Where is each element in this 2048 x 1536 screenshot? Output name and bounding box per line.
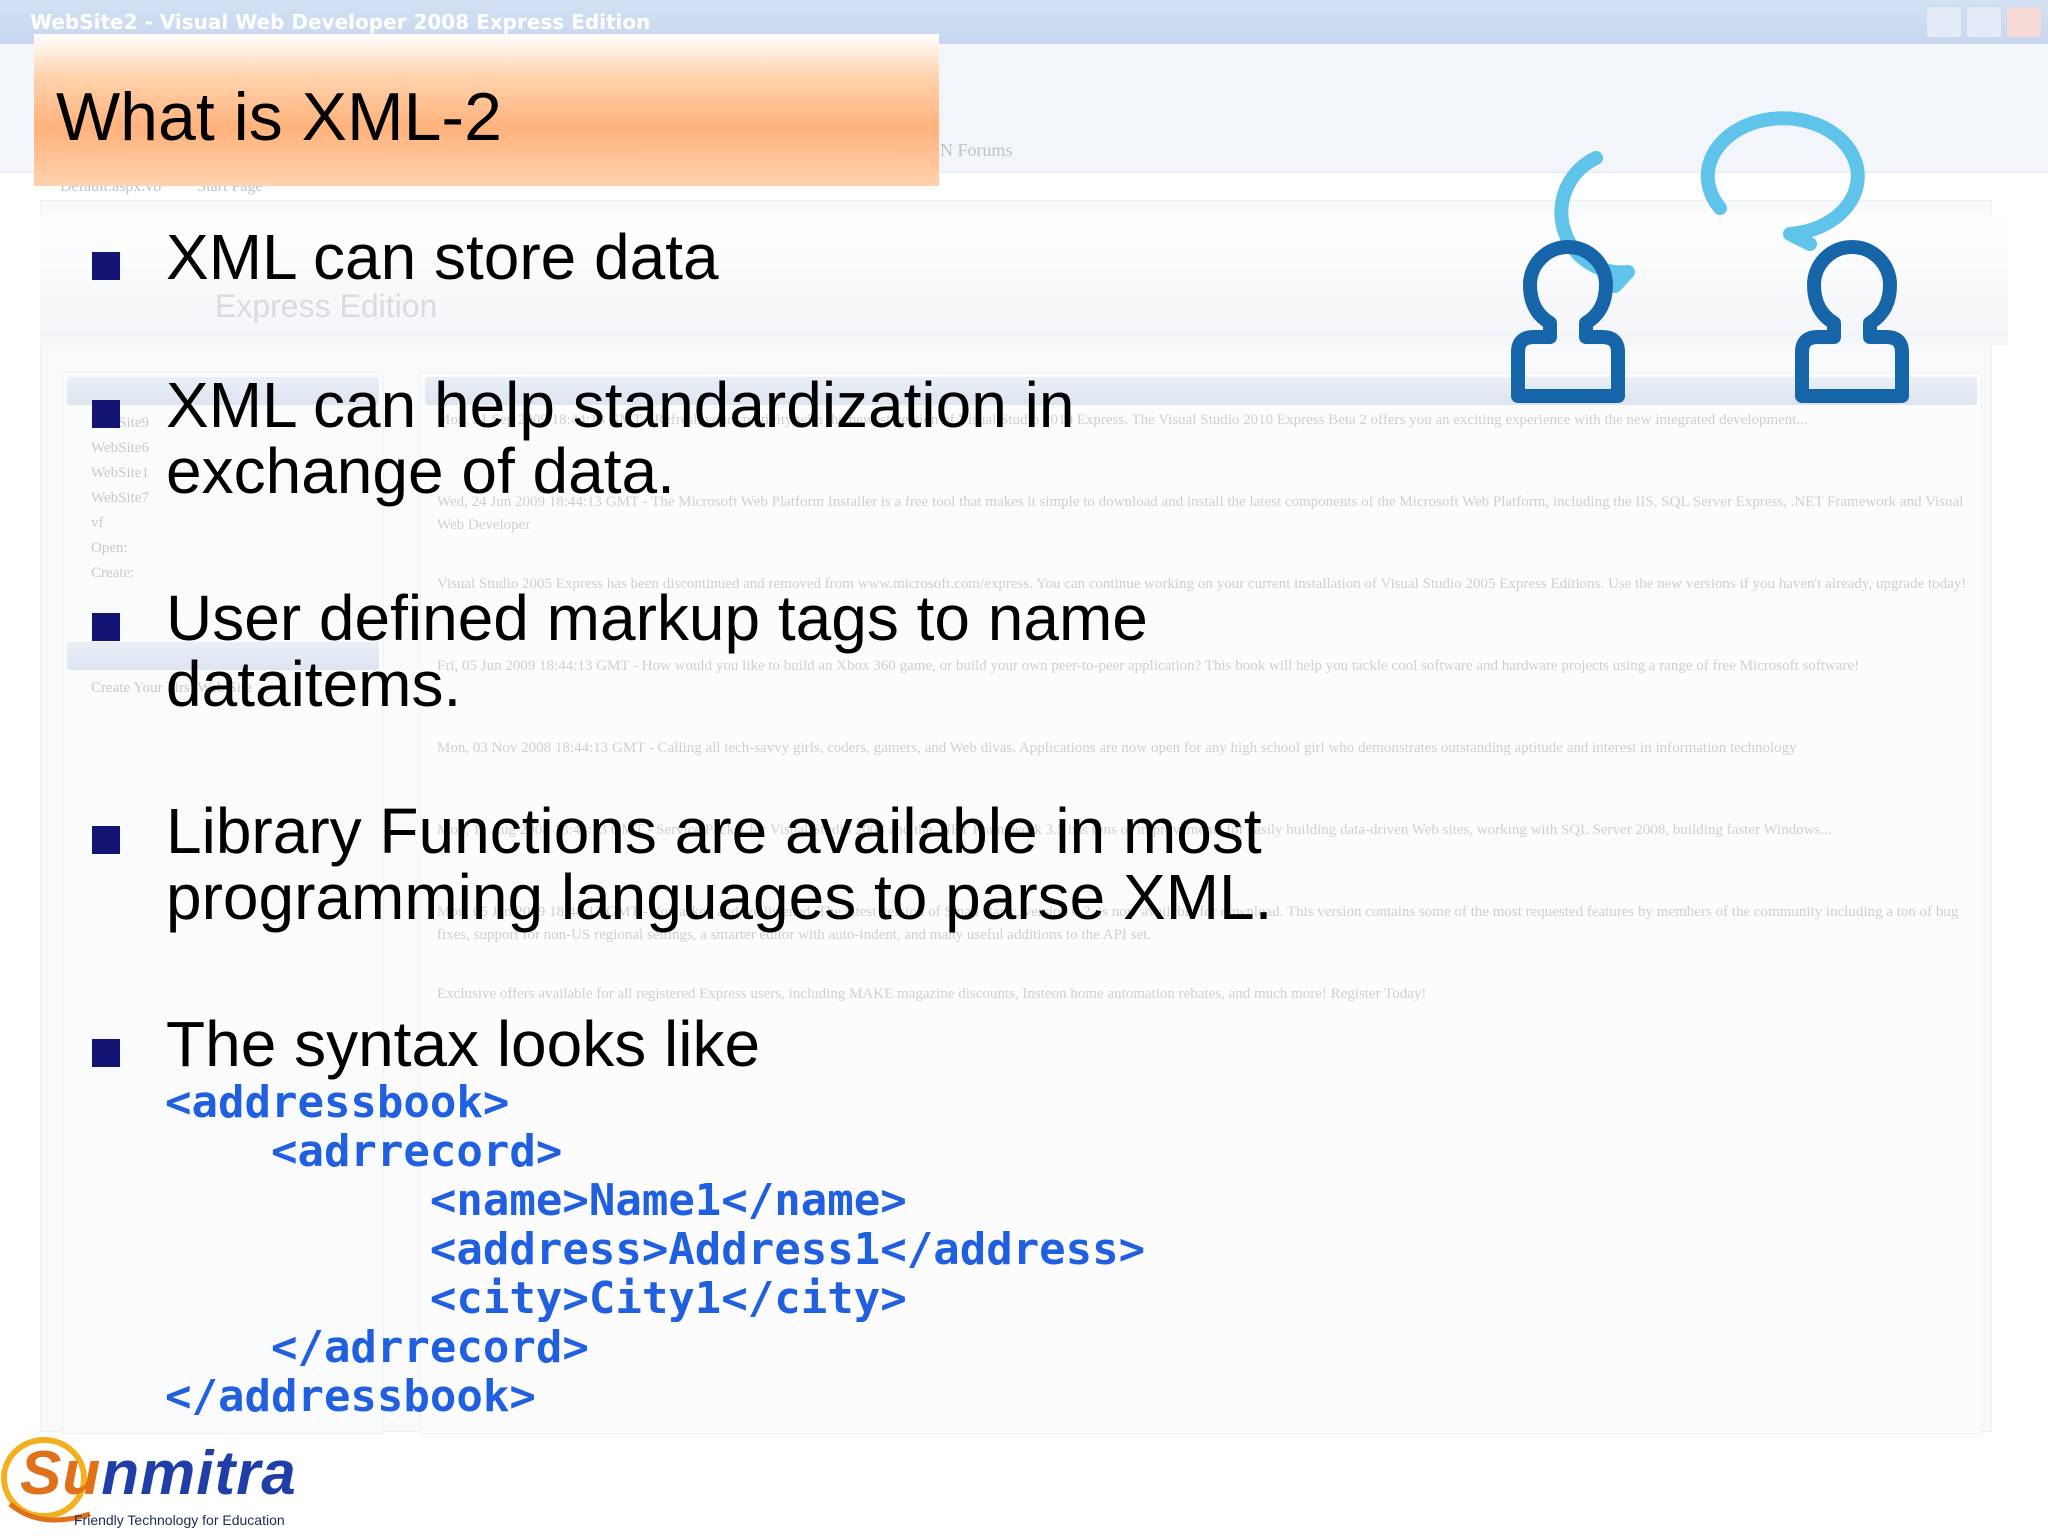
create-label[interactable]: Create: bbox=[91, 565, 135, 581]
slide-title: What is XML-2 bbox=[56, 79, 502, 155]
xml-code-sample: <addressbook> <adrrecord> <name>Name1</n… bbox=[165, 1078, 1145, 1421]
bullet-line: User defined markup tags to name bbox=[166, 582, 1148, 654]
bullet-item: XML can store data bbox=[92, 224, 719, 290]
code-line: <addressbook> bbox=[165, 1077, 510, 1128]
start-page-panel bbox=[40, 200, 1992, 1432]
recent-project-item[interactable]: vf bbox=[91, 515, 104, 531]
code-line: </addressbook> bbox=[165, 1371, 536, 1422]
minimize-button[interactable] bbox=[1926, 6, 1962, 38]
window-controls bbox=[1926, 6, 2042, 38]
bullet-item: XML can help standardization in exchange… bbox=[92, 372, 1074, 504]
news-item[interactable]: Mon, 03 Nov 2008 18:44:13 GMT - Calling … bbox=[437, 740, 1797, 756]
slide-title-bar: What is XML-2 bbox=[34, 34, 939, 186]
getting-started-header bbox=[67, 642, 379, 670]
start-page-header bbox=[40, 215, 2008, 345]
recent-project-item[interactable]: WebSite6 bbox=[91, 440, 149, 456]
forums-toolbar-item[interactable]: N Forums bbox=[940, 140, 1013, 160]
code-line: <address>Address1</address> bbox=[165, 1224, 1146, 1275]
bullet-line: dataitems. bbox=[166, 648, 462, 720]
bullet-square-icon bbox=[92, 826, 120, 854]
recent-projects-panel: WebSite9 WebSite6 WebSite1 WebSite7 vf O… bbox=[62, 372, 384, 1434]
bullet-item: Library Functions are available in most … bbox=[92, 798, 1272, 930]
bullet-square-icon bbox=[92, 613, 120, 641]
news-item[interactable]: Mon, 05 Jan 2009 18:44:13 GMT - You aske… bbox=[437, 904, 1959, 943]
two-people-chat-icon bbox=[1511, 111, 1909, 403]
bullet-line: Library Functions are available in most bbox=[166, 795, 1262, 867]
news-item[interactable]: Exclusive offers available for all regis… bbox=[437, 986, 1427, 1002]
code-line: <city>City1</city> bbox=[165, 1273, 907, 1324]
open-label[interactable]: Open: bbox=[91, 540, 128, 556]
sunmitra-logo: Sunmitra Friendly Technology for Educati… bbox=[0, 1434, 320, 1536]
person-right-icon bbox=[1795, 240, 1909, 403]
news-item[interactable]: Visual Studio 2005 Express has been disc… bbox=[437, 576, 1967, 592]
bullet-square-icon bbox=[92, 400, 120, 428]
code-line: <adrrecord> bbox=[165, 1126, 563, 1177]
brand-tagline: Friendly Technology for Education bbox=[74, 1512, 285, 1528]
maximize-button[interactable] bbox=[1966, 6, 2002, 38]
person-left-icon bbox=[1511, 240, 1625, 403]
bullet-line: XML can store data bbox=[166, 221, 719, 293]
bullet-text: XML can help standardization in exchange… bbox=[166, 372, 1074, 504]
bullet-text: XML can store data bbox=[166, 224, 719, 290]
brand-name-prefix: Su bbox=[20, 1439, 102, 1508]
brand-name-rest: nmitra bbox=[101, 1439, 297, 1508]
recent-project-item[interactable]: WebSite1 bbox=[91, 465, 149, 481]
brand-name: Sunmitra bbox=[20, 1438, 297, 1509]
bullet-item: User defined markup tags to name dataite… bbox=[92, 585, 1148, 717]
news-item[interactable]: Wed, 24 Jun 2009 18:44:13 GMT - The Micr… bbox=[437, 494, 1964, 533]
news-panel: Mon, 21 Sep 2009 18:44:13 GMT - Refresh … bbox=[420, 372, 1982, 1434]
bullet-line: XML can help standardization in bbox=[166, 369, 1075, 441]
recent-project-item[interactable]: WebSite7 bbox=[91, 490, 149, 506]
bullet-square-icon bbox=[92, 1039, 120, 1067]
news-header bbox=[425, 377, 1977, 405]
news-item[interactable]: Mon, 21 Sep 2009 18:44:13 GMT - Refresh … bbox=[437, 412, 1808, 428]
close-button[interactable] bbox=[2006, 6, 2042, 38]
news-item[interactable]: Fri, 05 Jun 2009 18:44:13 GMT - How woul… bbox=[437, 658, 1860, 674]
bullet-item: The syntax looks like bbox=[92, 1011, 760, 1077]
bullet-text: User defined markup tags to name dataite… bbox=[166, 585, 1148, 717]
bullet-text: Library Functions are available in most … bbox=[166, 798, 1272, 930]
logo-swoosh-icon bbox=[1, 1437, 91, 1523]
bullet-text: The syntax looks like bbox=[166, 1011, 760, 1077]
news-item[interactable]: Mon, 11 Aug 2008 18:44:13 GMT - Service … bbox=[437, 822, 1832, 838]
product-edition-text: Express Edition bbox=[215, 288, 438, 324]
code-line: <name>Name1</name> bbox=[165, 1175, 907, 1226]
code-line: </adrrecord> bbox=[165, 1322, 589, 1373]
bullet-line: exchange of data. bbox=[166, 435, 675, 507]
window-title: WebSite2 - Visual Web Developer 2008 Exp… bbox=[30, 10, 651, 34]
bullet-line: The syntax looks like bbox=[166, 1008, 761, 1080]
bullet-line: programming languages to parse XML. bbox=[166, 861, 1273, 933]
bullet-square-icon bbox=[92, 252, 120, 280]
getting-started-item[interactable]: Create Your First Web Site bbox=[91, 680, 252, 696]
